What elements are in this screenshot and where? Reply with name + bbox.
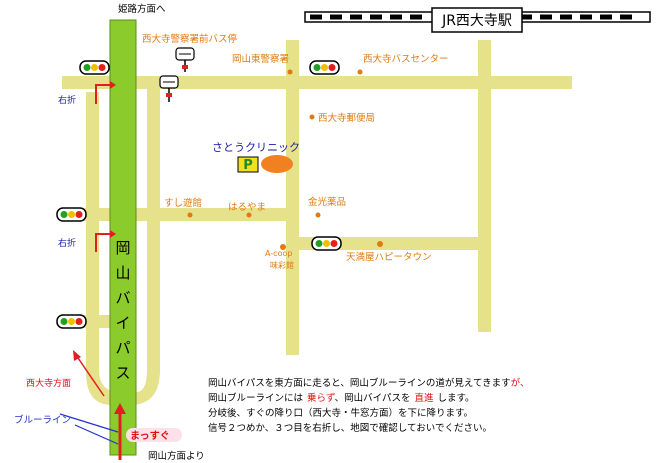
post-office-label: 西大寺郵便局: [318, 112, 375, 124]
pharmacy-label: 金光薬品: [308, 196, 346, 208]
traffic-light-icon: [56, 207, 87, 222]
blue-line-label: ブルーライン: [14, 414, 71, 426]
bypass-label: 岡 山 バ イ パ ス: [115, 239, 130, 382]
roads: [62, 40, 572, 405]
bus-stop-label: 西大寺警察署前バス停: [142, 33, 238, 45]
saidaiji-direction-label: 西大寺方面: [26, 377, 71, 389]
bypass-char: ス: [115, 364, 130, 382]
police-label: 岡山東警察署: [232, 53, 289, 65]
traffic-light-icon: [311, 236, 342, 251]
clinic-label: さとうクリニック: [212, 141, 300, 154]
station-box: [431, 7, 523, 33]
saidaiji-arrow-icon: [73, 350, 105, 397]
landmark-dots: [187, 69, 383, 250]
right-turn-arrow-icon: [95, 81, 116, 104]
haruyama-label: はるやま: [228, 202, 266, 213]
bypass-char: パ: [115, 339, 130, 357]
straight-label: まっすぐ: [130, 430, 170, 442]
notes-line2-b: 乗らず: [307, 392, 335, 404]
blue-line-road: [59, 413, 119, 445]
acoop-sub-label: 味彩館: [270, 260, 294, 270]
bypass-char: イ: [115, 314, 130, 332]
parking-icon: [237, 156, 259, 173]
traffic-light-icon: [56, 314, 87, 329]
notes-line2-d: 直進: [414, 392, 434, 404]
bypass-char: 山: [115, 264, 130, 282]
right-turn-label: 右折: [58, 94, 76, 106]
tenmaya-label: 天満屋ハピータウン: [346, 252, 432, 263]
parking-label: P: [243, 158, 253, 173]
notes-line3: 分岐後、すぐの降り口（西大寺・牛窓方面）を下に降ります。: [208, 407, 473, 419]
clinic-marker: [261, 155, 293, 173]
direction-north-label: 姫路方面へ: [118, 3, 166, 15]
straight-arrow-icon: [114, 403, 126, 460]
notes-line2-c: 、岡山バイパスを: [335, 393, 411, 404]
traffic-light-icon: [79, 60, 110, 75]
bus-center-label: 西大寺バスセンター: [363, 53, 449, 65]
directions-notes: 岡山バイパスを東方面に走ると、岡山ブルーラインの道が見えてきますが、 岡山ブルー…: [208, 377, 529, 434]
traffic-light-icon: [309, 60, 340, 75]
notes-line1: 岡山バイパスを東方面に走ると、岡山ブルーラインの道が見えてきます: [208, 377, 511, 389]
right-turn-arrow-icon: [95, 230, 116, 252]
bus-stop-icon: [159, 75, 179, 102]
right-turn-label: 右折: [58, 237, 76, 249]
direction-south-label: 岡山方面より: [148, 450, 205, 462]
notes-line2-a: 岡山ブルーラインには: [208, 392, 304, 404]
notes-line4: 信号２つめか、３つ目を右折し、地図で確認しておいでください。: [208, 422, 492, 434]
station-label: JR西大寺駅: [441, 13, 512, 29]
acoop-label: A-coop: [265, 249, 292, 258]
sushi-label: すし遊館: [164, 197, 202, 209]
straight-label-bg: [126, 428, 182, 442]
svg-text:岡山バイパスを東方面に走ると、岡山ブルーラインの道が見えてき: 岡山バイパスを東方面に走ると、岡山ブルーラインの道が見えてきますが、: [208, 377, 529, 389]
notes-line2-e: します。: [438, 393, 475, 404]
notes-line1-comma: が、: [511, 377, 530, 389]
bypass-char: 岡: [115, 239, 130, 257]
bus-stop-icon: [175, 47, 195, 72]
bypass-char: バ: [115, 289, 130, 307]
